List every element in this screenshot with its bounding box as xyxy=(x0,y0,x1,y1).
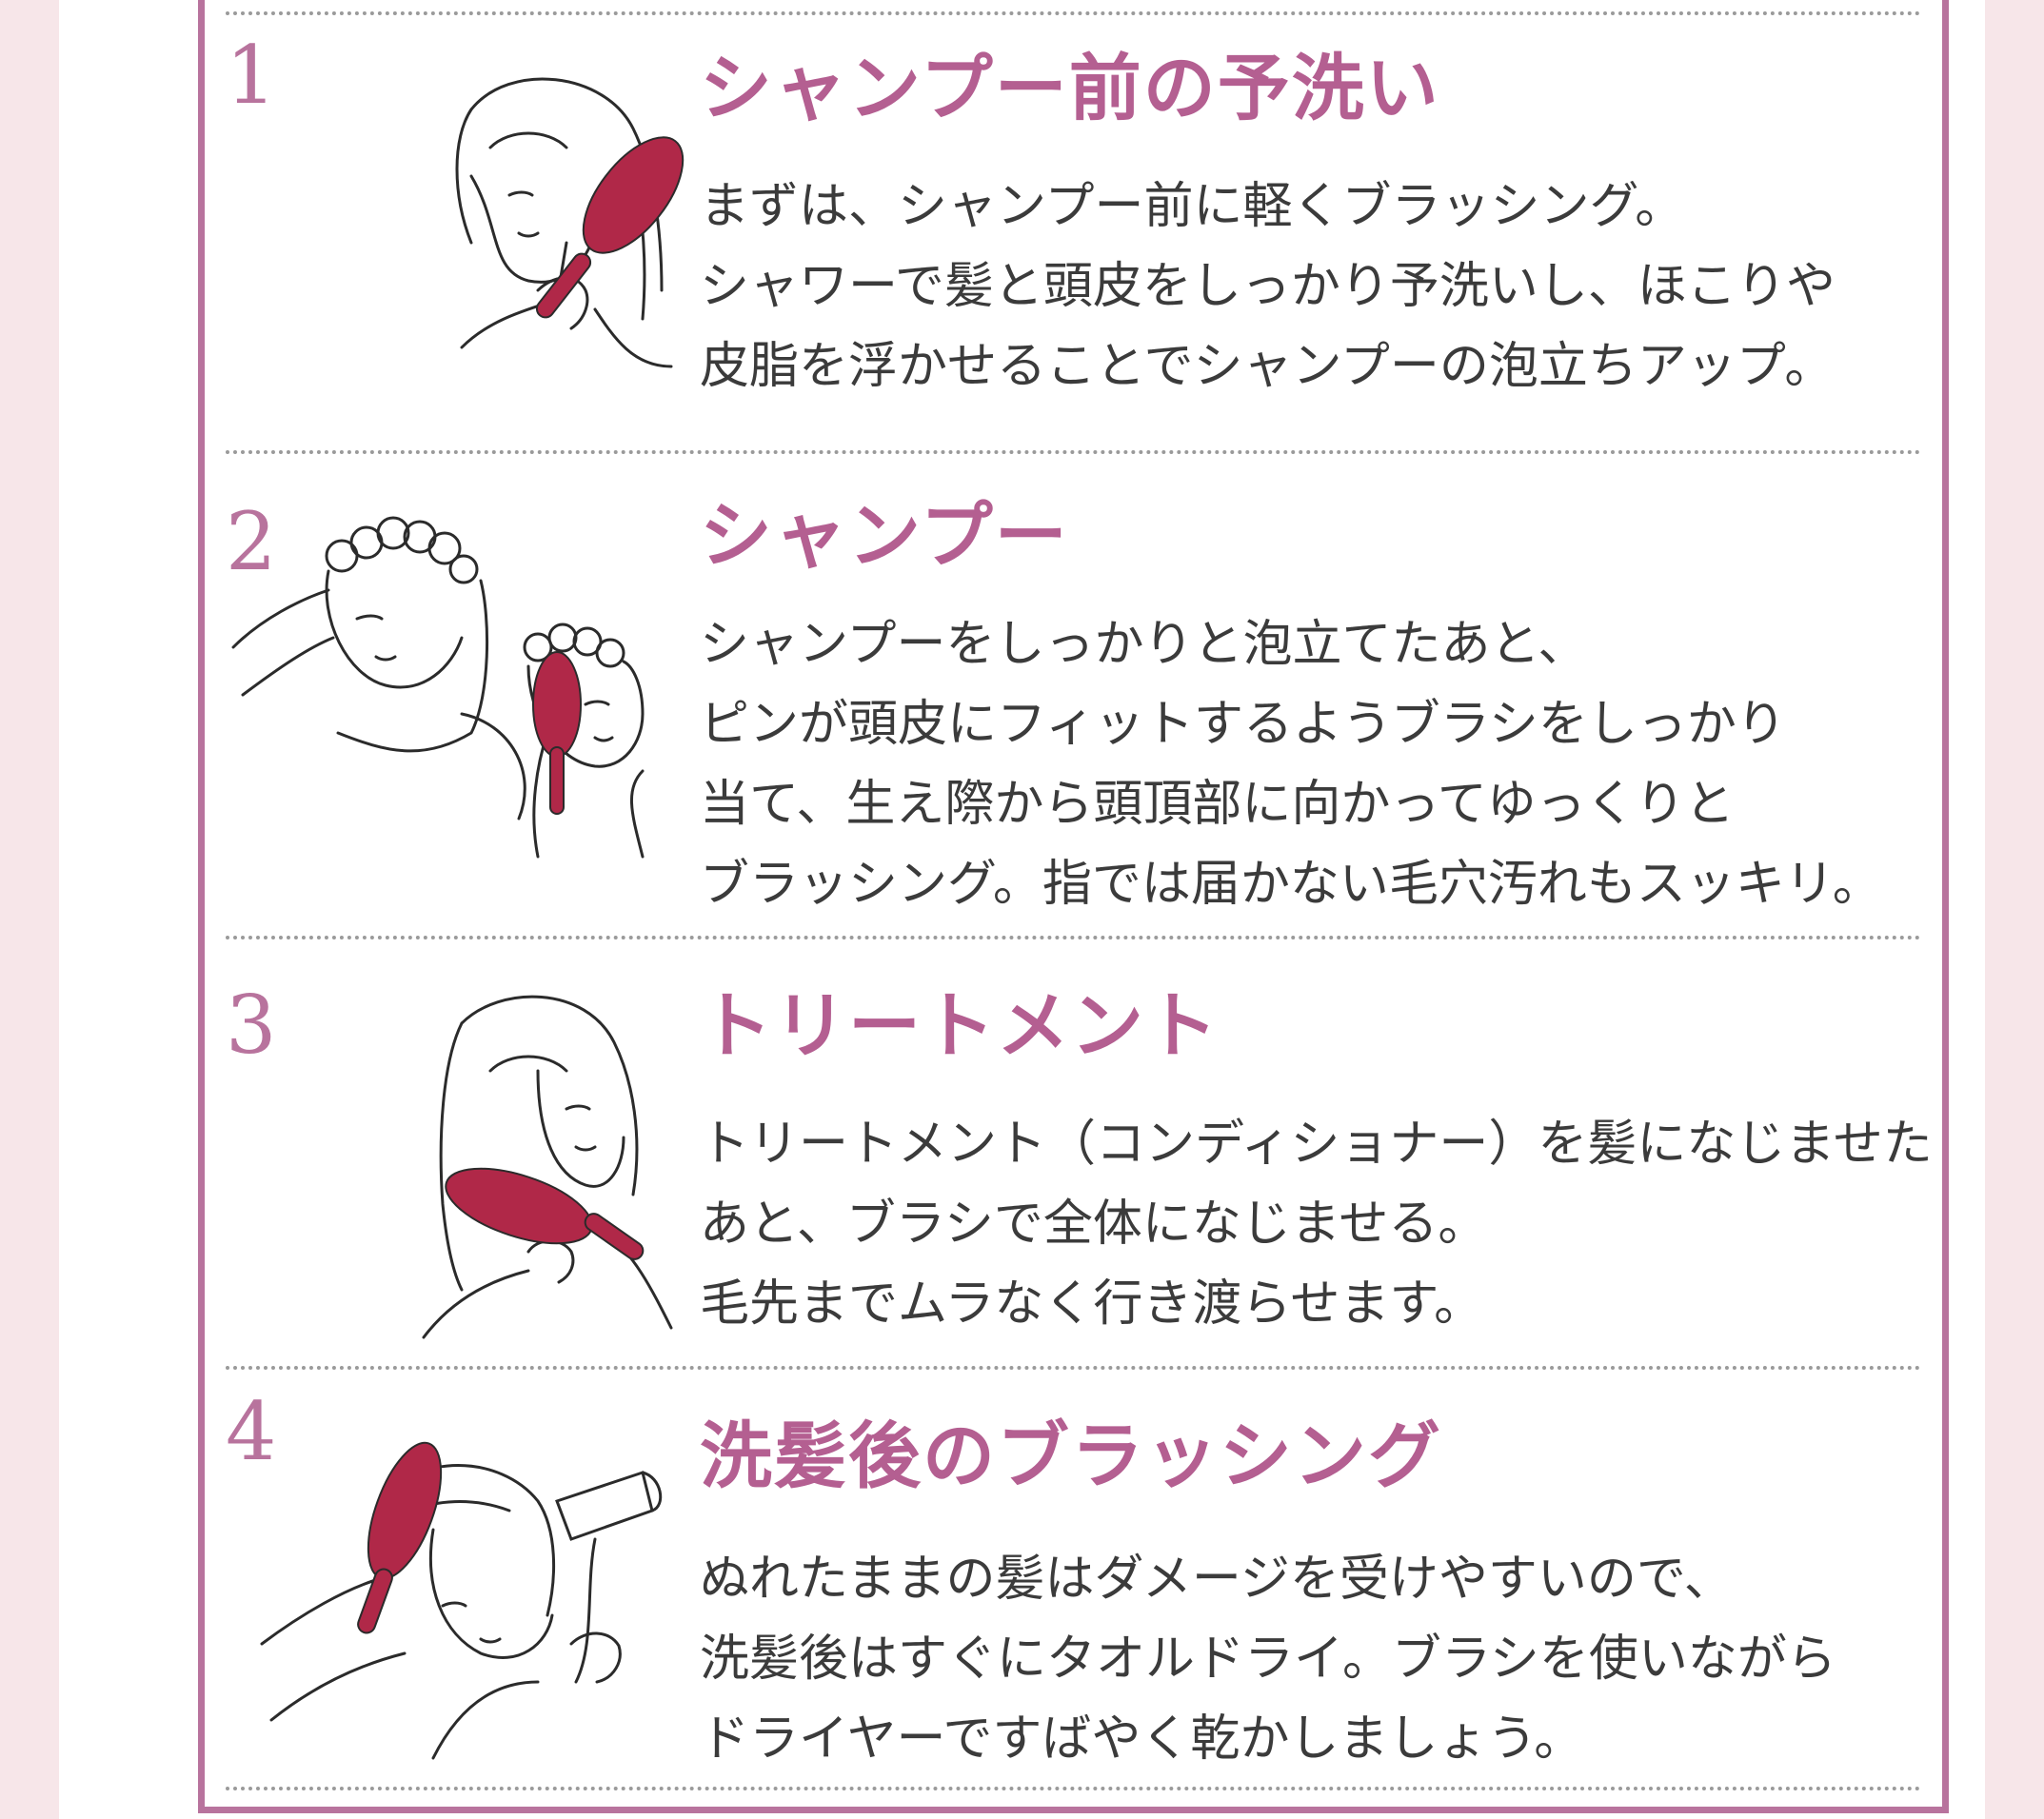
step-line: トリートメント（コンディショナー）を髪になじませた xyxy=(700,1116,1933,1173)
step-1: 1 シャンプー前の予洗い xyxy=(205,0,1942,462)
woman-shampooing-illustration xyxy=(231,516,645,859)
step-number: 4 xyxy=(226,1385,277,1478)
content-panel: 1 シャンプー前の予洗い xyxy=(59,0,1985,1819)
step-line: ブラッシング。指では届かない毛穴汚れもスッキリ。 xyxy=(700,856,1882,913)
step-divider xyxy=(226,1366,1921,1370)
step-number: 3 xyxy=(226,979,277,1072)
step-description: トリートメント（コンディショナー）を髪になじませた あと、ブラシで全体になじませ… xyxy=(700,1104,1947,1344)
step-title: 洗髪後のブラッシング xyxy=(700,1414,1442,1498)
step-line: まずは、シャンプー前に軽くブラッシング。 xyxy=(700,178,1685,235)
step-description: ぬれたままの髪はダメージを受けやすいので、 洗髪後はすぐにタオルドライ。ブラシを… xyxy=(700,1539,1947,1779)
step-3: 3 トリートメント xyxy=(205,947,1942,1375)
step-line: 当て、生え際から頭頂部に向かってゆっくりと xyxy=(700,776,1735,833)
step-description: まずは、シャンプー前に軽くブラッシング。 シャワーで髪と頭皮をしっかり予洗いし、… xyxy=(700,167,1947,406)
step-line: ドライヤーですばやく乾かしましょう。 xyxy=(700,1710,1584,1768)
woman-brushing-illustration xyxy=(455,77,685,368)
step-number: 1 xyxy=(226,29,277,122)
step-divider xyxy=(226,936,1921,939)
step-description: シャンプーをしっかりと泡立てたあと、 ピンが頭皮にフィットするようブラシをしっか… xyxy=(700,604,1947,924)
bottom-divider xyxy=(226,1787,1921,1790)
step-divider xyxy=(226,450,1921,454)
step-title: トリートメント xyxy=(700,983,1220,1068)
step-4: 4 xyxy=(205,1377,1942,1815)
steps-frame: 1 シャンプー前の予洗い xyxy=(198,0,1949,1813)
step-line: シャワーで髪と頭皮をしっかり予洗いし、ほこりや xyxy=(700,258,1836,315)
step-number: 2 xyxy=(226,495,277,588)
step-line: あと、ブラシで全体になじませる。 xyxy=(700,1196,1488,1253)
step-line: 毛先までムラなく行き渡らせます。 xyxy=(700,1275,1484,1333)
step-2: 2 xyxy=(205,462,1942,938)
step-line: ぬれたままの髪はダメージを受けやすいので、 xyxy=(700,1551,1734,1608)
step-title: シャンプー xyxy=(700,493,1069,578)
step-line: 洗髪後はすぐにタオルドライ。ブラシを使いながら xyxy=(700,1631,1836,1688)
step-line: ピンが頭皮にフィットするようブラシをしっかり xyxy=(700,696,1786,753)
step-title: シャンプー前の予洗い xyxy=(700,46,1440,130)
woman-drying-illustration xyxy=(260,1441,663,1760)
step-line: シャンプーをしっかりと泡立てたあと、 xyxy=(700,616,1588,673)
step-line: 皮脂を浮かせることでシャンプーの泡立ちアップ。 xyxy=(700,338,1835,395)
woman-treatment-illustration xyxy=(422,995,673,1339)
top-divider xyxy=(226,11,1921,15)
